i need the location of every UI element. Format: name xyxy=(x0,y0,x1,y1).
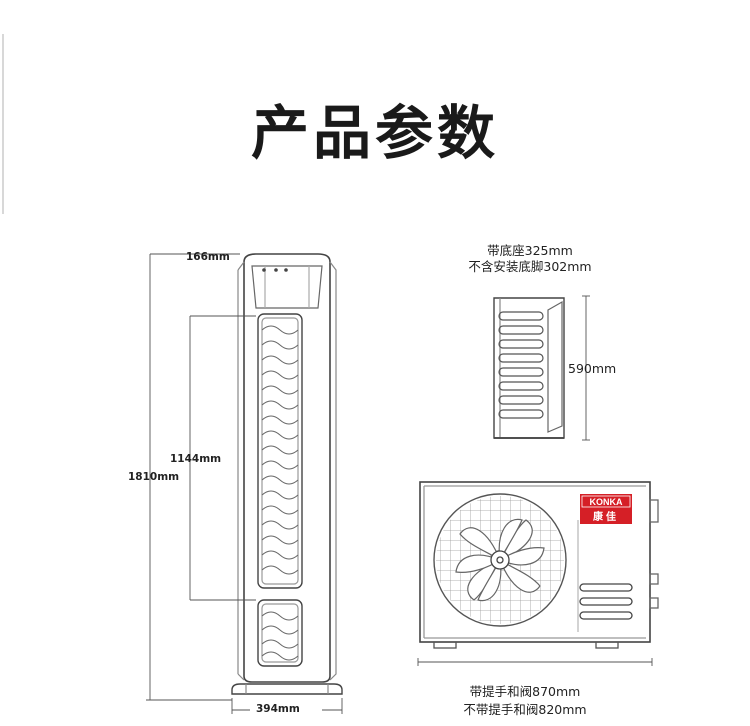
base-width-label: 394mm xyxy=(256,703,300,715)
page-title: 产品参数 xyxy=(250,99,499,167)
depth-with-base-label: 带底座325mm xyxy=(487,243,573,258)
logo-text-cn: 康佳 xyxy=(593,510,619,523)
width-with-handle-label: 带提手和阀870mm xyxy=(469,684,581,699)
top-width-label: 166mm xyxy=(186,251,230,263)
width-without-handle-label: 不带提手和阀820mm xyxy=(463,702,587,717)
outdoor-front-view xyxy=(419,481,659,649)
outdoor-front-dimension-lines xyxy=(417,658,653,666)
left-edge-line xyxy=(2,34,4,214)
indoor-dimension-lines xyxy=(146,253,343,714)
outdoor-height-label: 590mm xyxy=(568,361,617,376)
panel-height-label: 1144mm xyxy=(170,453,222,465)
konka-logo: KONKA 康佳 xyxy=(580,494,632,524)
indoor-unit-drawing xyxy=(231,253,343,695)
total-height-label: 1810mm xyxy=(128,471,180,483)
depth-without-feet-label: 不含安装底脚302mm xyxy=(468,259,592,274)
outdoor-side-view xyxy=(493,297,565,439)
logo-text-en: KONKA xyxy=(590,497,623,507)
outdoor-side-dimension-lines xyxy=(582,295,590,441)
